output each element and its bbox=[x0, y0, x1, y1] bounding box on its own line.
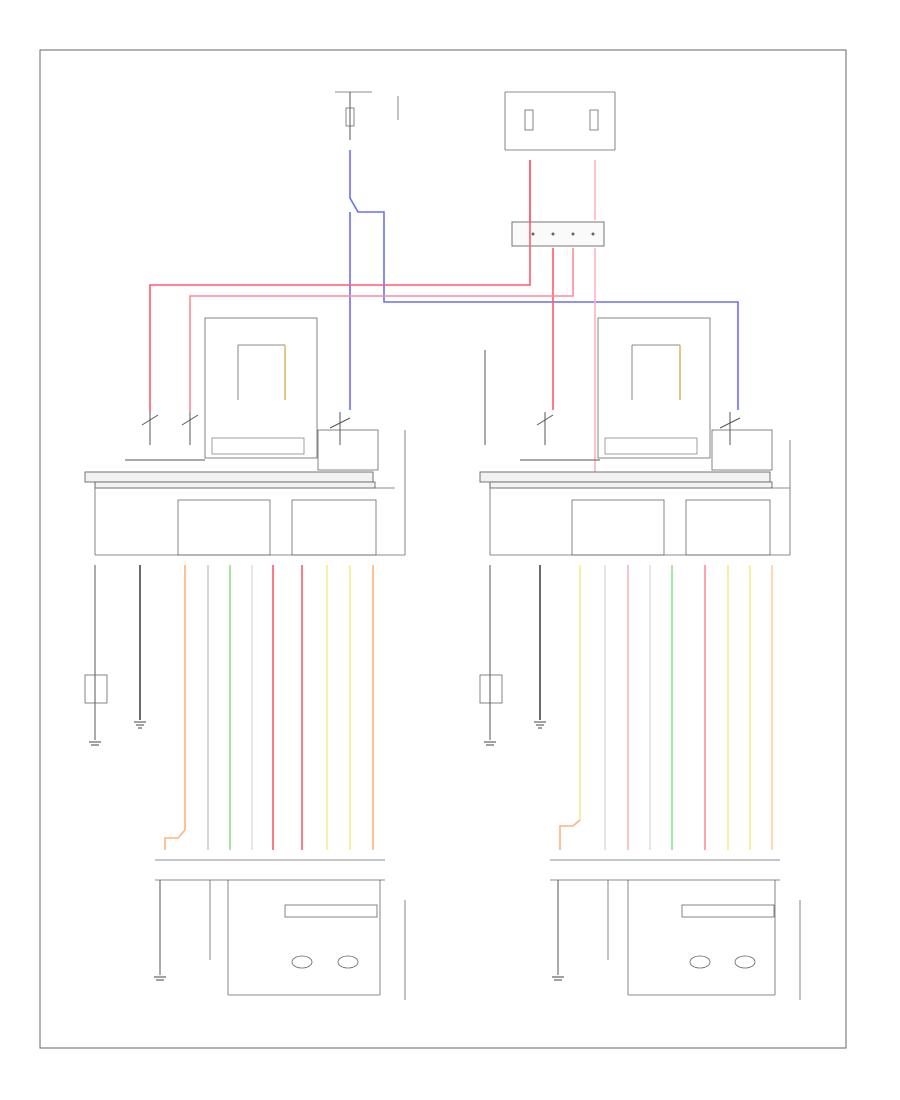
ground-symbol bbox=[134, 721, 146, 729]
fuse-symbol bbox=[345, 107, 355, 127]
fuse-symbol bbox=[524, 109, 534, 131]
left-switch-box bbox=[204, 317, 318, 459]
power-source-right bbox=[504, 91, 616, 151]
diagram-frame bbox=[39, 49, 847, 1049]
motor-symbol bbox=[291, 955, 359, 969]
left-power-module bbox=[211, 437, 305, 455]
right-switch-box bbox=[597, 317, 711, 459]
relay-box bbox=[511, 221, 605, 247]
left-module-b bbox=[291, 499, 377, 556]
motor-symbol bbox=[689, 955, 756, 969]
right-power-module bbox=[604, 437, 698, 455]
left-bus-bar bbox=[84, 471, 374, 483]
left-module-a bbox=[177, 499, 271, 556]
ground-symbol bbox=[89, 741, 101, 746]
ground-symbol bbox=[534, 721, 546, 729]
ground-symbol bbox=[552, 976, 564, 981]
right-module-a bbox=[571, 499, 665, 556]
switch-contact bbox=[484, 350, 741, 461]
ground-symbol bbox=[484, 741, 496, 746]
right-module-b bbox=[685, 499, 771, 556]
left-assembly bbox=[84, 317, 406, 1000]
right-assembly bbox=[479, 317, 801, 1000]
fuse-symbol bbox=[589, 109, 599, 131]
power-source-left bbox=[335, 91, 399, 140]
switch-contact bbox=[125, 412, 351, 461]
right-bus-bar bbox=[479, 471, 771, 483]
feed-wires bbox=[149, 150, 739, 480]
ground-symbol bbox=[154, 976, 166, 981]
